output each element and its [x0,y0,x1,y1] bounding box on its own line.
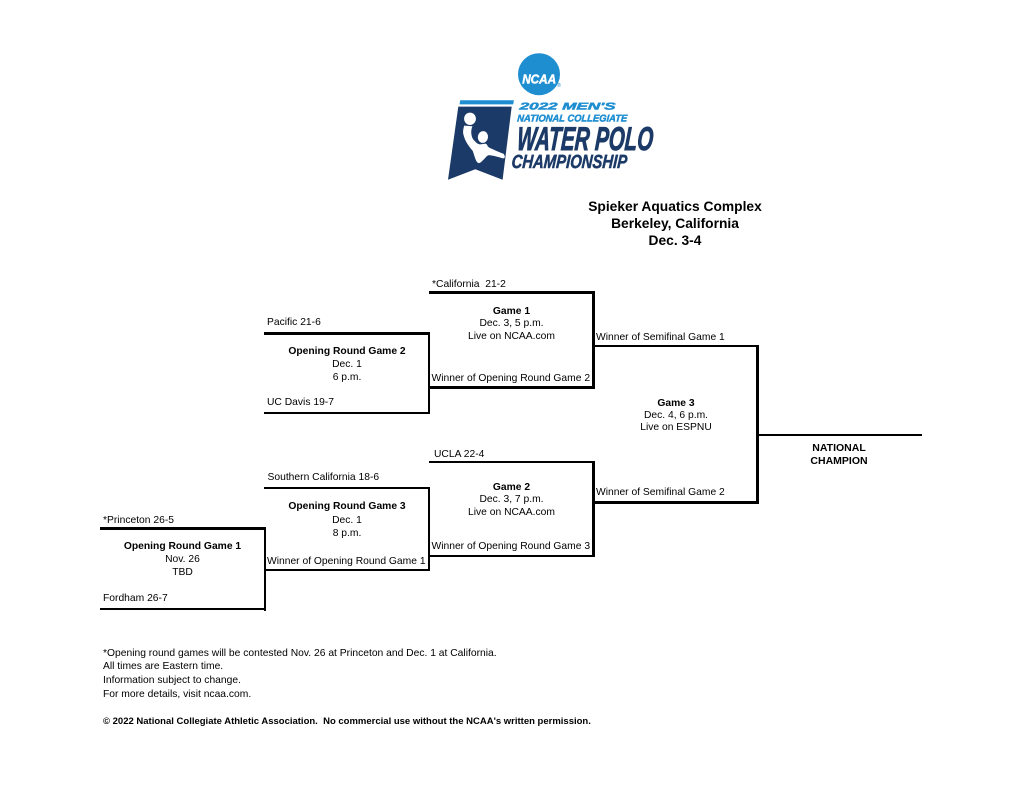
svg-text:NATIONAL COLLEGIATE: NATIONAL COLLEGIATE [517,113,628,124]
svg-text:2022 MEN'S: 2022 MEN'S [517,101,616,112]
svg-text:WATER POLO: WATER POLO [516,121,655,158]
svg-text:®: ® [557,82,561,89]
svg-text:CHAMPIONSHIP: CHAMPIONSHIP [511,152,628,173]
svg-text:NCAA: NCAA [522,71,556,86]
